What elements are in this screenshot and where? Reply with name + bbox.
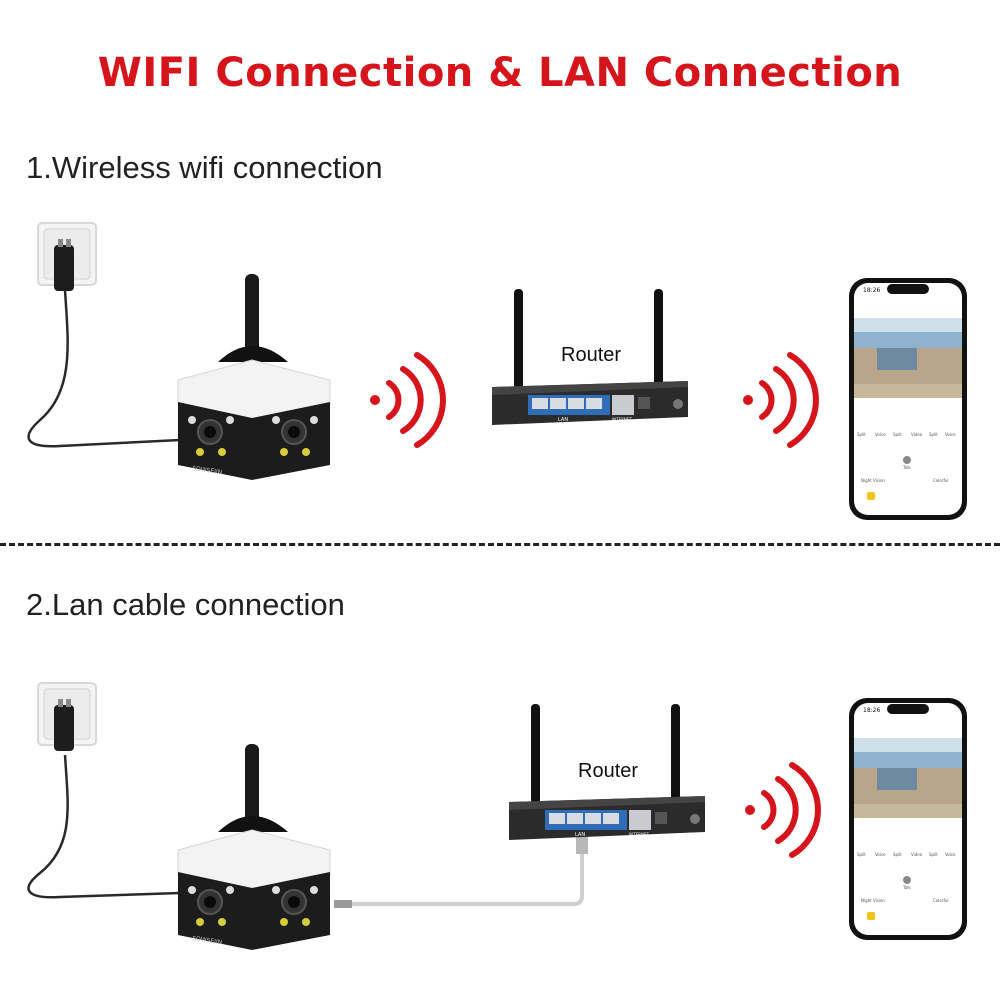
- phone-ctrl-1: Split: [857, 432, 866, 437]
- phone-night-mode-2: Colorful: [933, 898, 949, 903]
- dual-lens-camera-icon: SOWSEIIN: [177, 274, 331, 480]
- phone-ctrl-1: Split: [857, 852, 866, 857]
- phone-night-mode-1: Colorful: [933, 478, 949, 483]
- router-icon: LAN INTERNET RESET: [492, 289, 688, 425]
- router-port-reset-2: RESET: [689, 832, 702, 837]
- phone-ctrl-2: Voice: [875, 852, 886, 857]
- phone-talk-1: Talk: [902, 465, 911, 470]
- router-port-lan-1: LAN: [558, 417, 568, 423]
- router-port-reset-1: RESET: [672, 417, 685, 422]
- section-2-label: 2.Lan cable connection: [26, 587, 345, 622]
- camera-brand-2: SOWSEIIN: [192, 935, 223, 946]
- wifi-signal-icon: [745, 762, 821, 858]
- router-port-lan-2: LAN: [575, 832, 585, 838]
- phone-ctrl-4: Video: [911, 432, 923, 437]
- power-outlet-icon: [37, 222, 97, 291]
- router-port-internet-2: INTERNET: [629, 832, 649, 837]
- power-adapter-icon: [54, 699, 74, 751]
- phone-ctrl-5: Split: [929, 432, 938, 437]
- phone-talk-2: Talk: [902, 885, 911, 890]
- power-cable-2: [27, 754, 181, 899]
- section-divider: [0, 543, 1000, 546]
- wifi-signal-icon: [743, 352, 819, 448]
- power-cable-1: [27, 289, 181, 448]
- phone-ctrl-6: Voice: [945, 852, 956, 857]
- phone-ctrl-6: Voice: [945, 432, 956, 437]
- router-icon: LAN INTERNET RESET: [509, 704, 705, 840]
- router-label-1: Router: [561, 344, 622, 366]
- phone-time-1: 18:26: [863, 287, 880, 294]
- page-title: WIFI Connection & LAN Connection: [97, 50, 903, 96]
- router-port-internet-1: INTERNET: [612, 417, 632, 422]
- smartphone-icon: 18:26 Split Voice Split Video Split Voic…: [849, 278, 967, 520]
- section-1-label: 1.Wireless wifi connection: [26, 150, 383, 185]
- router-label-2: Router: [578, 760, 639, 782]
- power-outlet-icon: [37, 682, 97, 751]
- phone-ctrl-5: Split: [929, 852, 938, 857]
- phone-ctrl-3: Split: [893, 852, 902, 857]
- phone-ctrl-2: Voice: [875, 432, 886, 437]
- phone-ctrl-3: Split: [893, 432, 902, 437]
- phone-time-2: 18:26: [863, 707, 880, 714]
- dual-lens-camera-icon: SOWSEIIN: [177, 744, 331, 950]
- phone-night-vision-2: Night Vision: [861, 898, 885, 903]
- camera-brand-1: SOWSEIIN: [192, 465, 223, 476]
- phone-ctrl-4: Video: [911, 852, 923, 857]
- phone-night-vision-1: Night Vision: [861, 478, 885, 483]
- ethernet-cable-icon: [334, 836, 588, 908]
- power-adapter-icon: [54, 239, 74, 291]
- wifi-signal-icon: [370, 352, 446, 448]
- smartphone-icon: 18:26 Split Voice Split Video Split Voic…: [849, 698, 967, 940]
